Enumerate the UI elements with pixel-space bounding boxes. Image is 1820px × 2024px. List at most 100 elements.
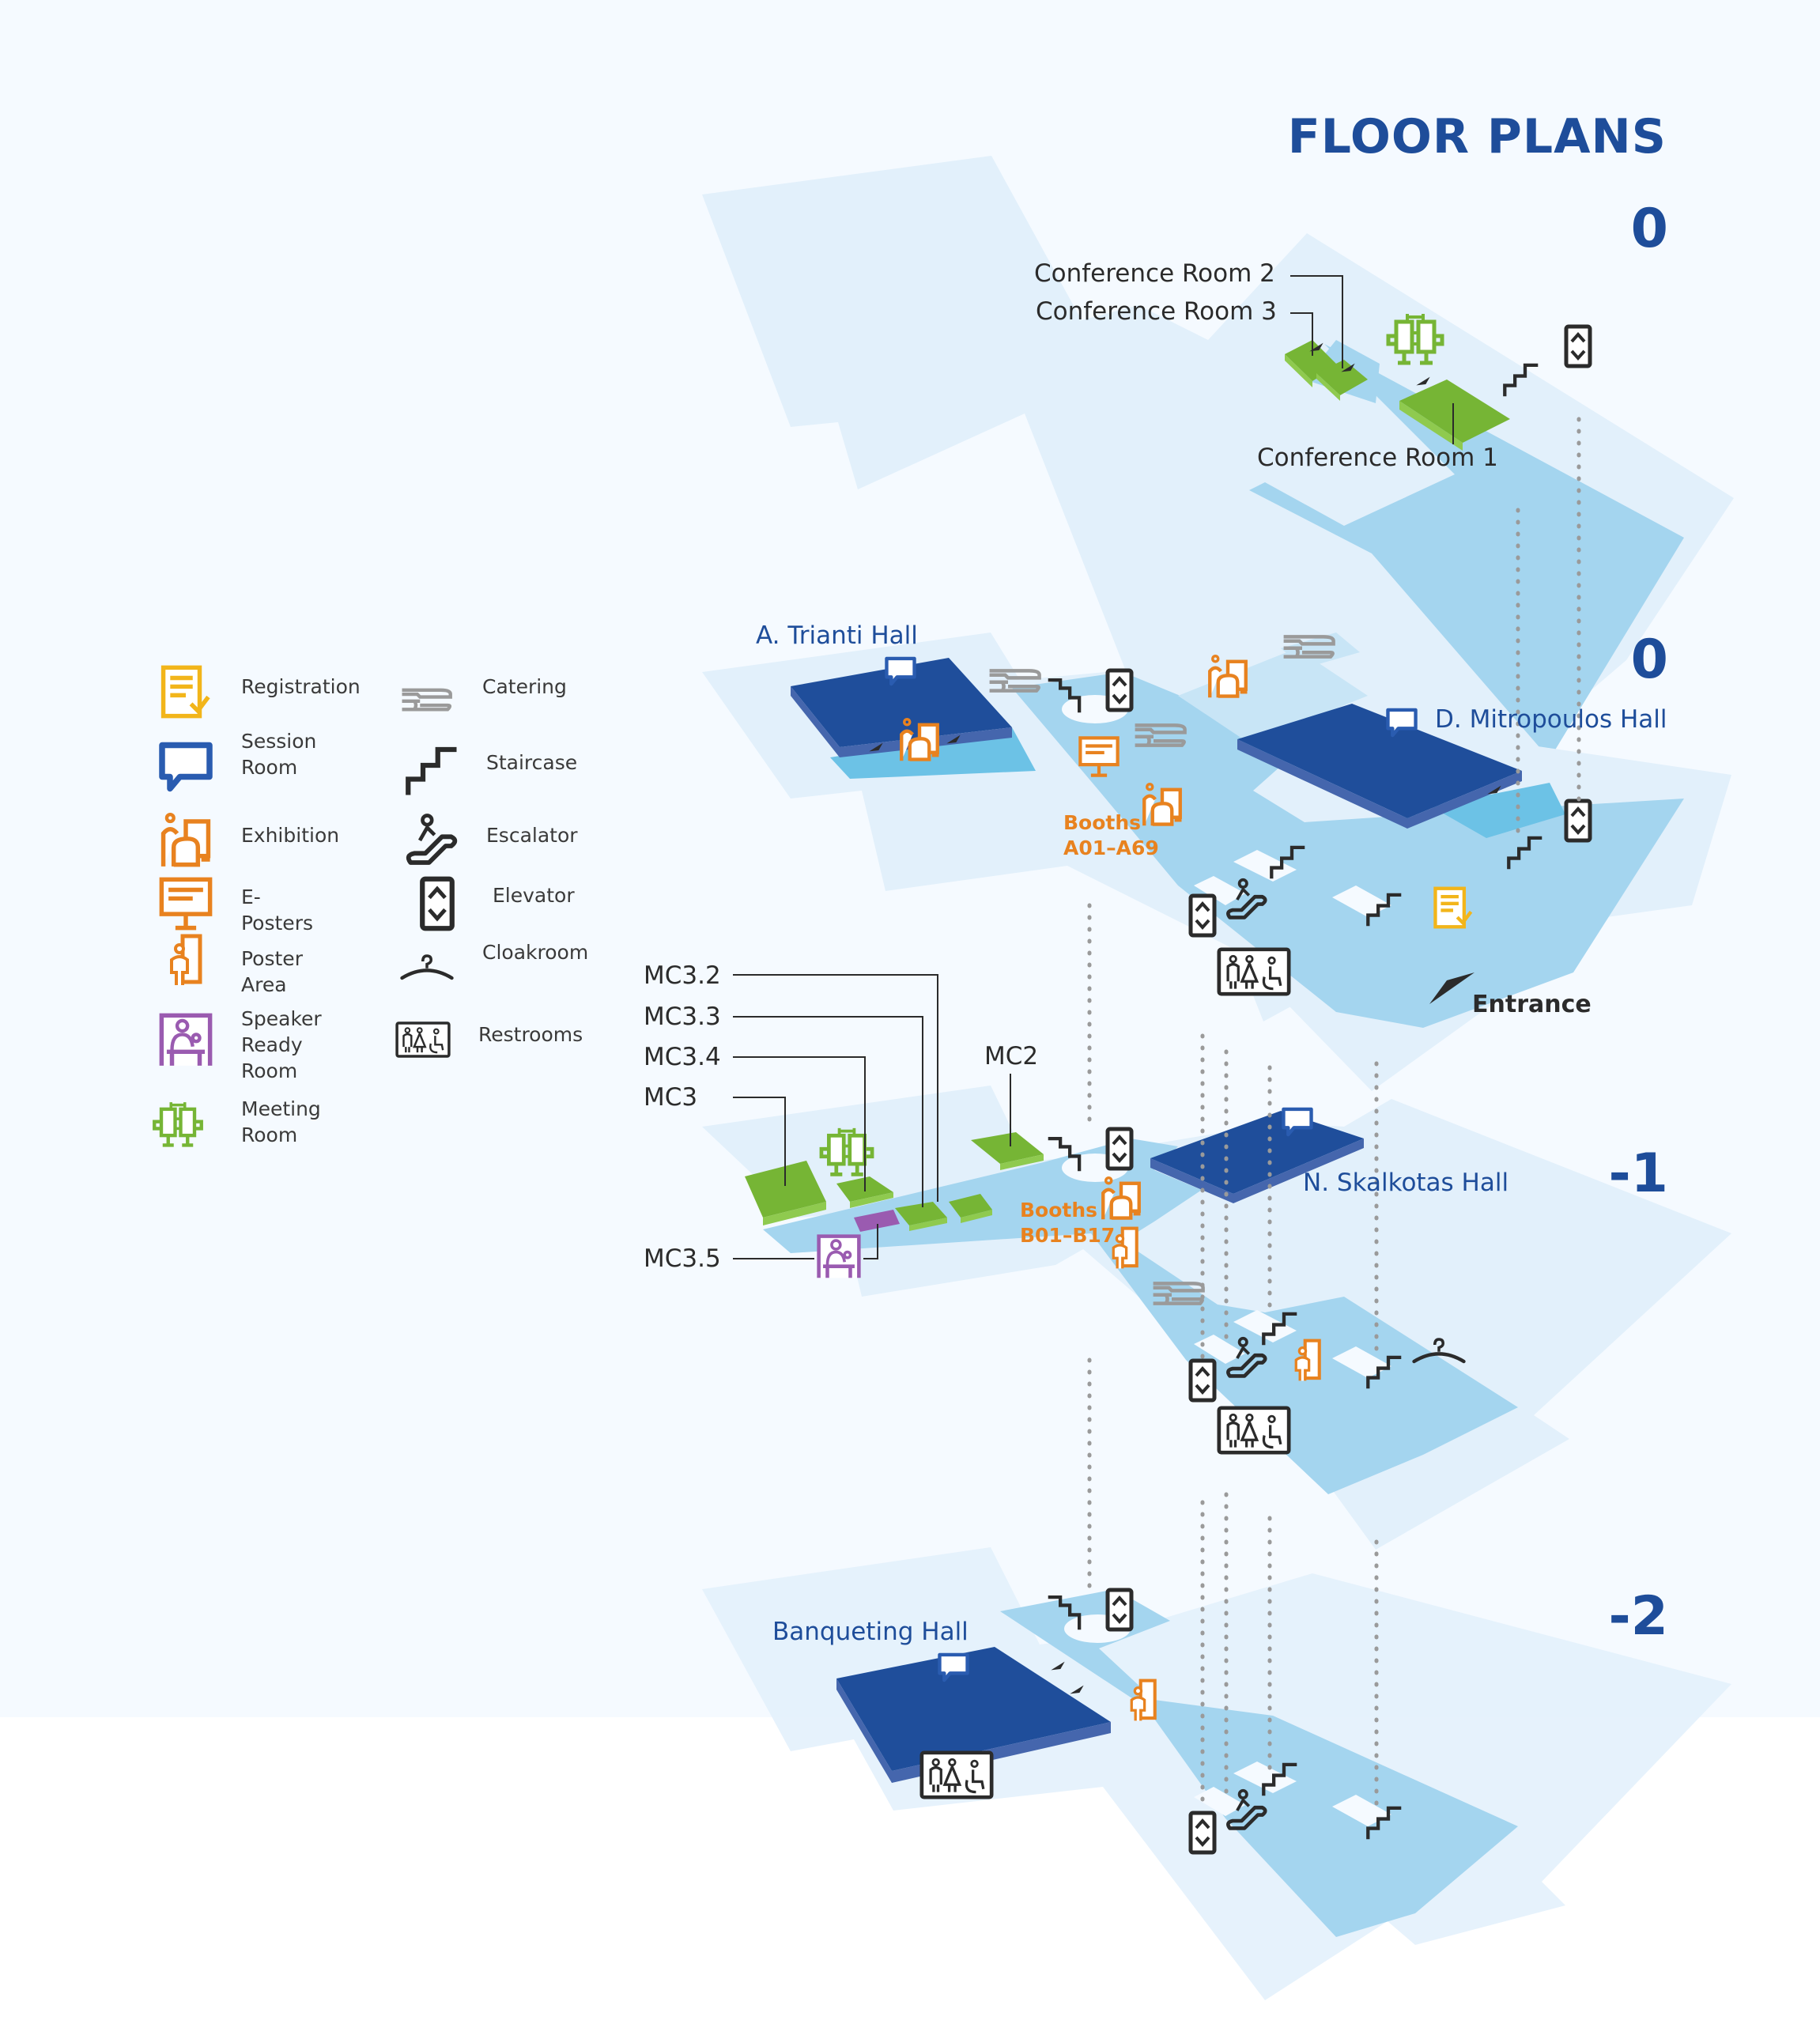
hall-edge (1150, 1158, 1233, 1203)
staircase-icon (403, 742, 459, 797)
conference-room-1-label[interactable]: Conference Room 1 (1257, 444, 1498, 472)
legend-item-poster-area: Poster Area (158, 933, 303, 996)
legend-item-elevator: Elevator (410, 876, 575, 931)
room-mc2-label[interactable]: MC2 (984, 1042, 1039, 1071)
booths-range: B01–B17 (1020, 1224, 1116, 1247)
legend-label: Cloakroom (482, 941, 589, 964)
registration-icon (158, 664, 213, 719)
session-room-icon (158, 739, 213, 795)
floor-minus-1-corridor (763, 1138, 1518, 1494)
room-mc3-2-label[interactable]: MC3.2 (644, 961, 721, 990)
conference-room-1[interactable] (1399, 380, 1510, 443)
floor-level-label: -1 (1608, 1142, 1668, 1205)
legend-label: Meeting Room (241, 1097, 321, 1146)
room-mc3-3[interactable] (895, 1202, 947, 1225)
stair-pad (1233, 1310, 1297, 1342)
entrance-label[interactable]: Entrance (1472, 991, 1592, 1018)
legend-label: Poster Area (241, 947, 303, 996)
floor-minus-1 (702, 974, 1731, 1550)
elevator-icon (410, 876, 465, 931)
hall-edge (1407, 771, 1522, 829)
room-edge (1316, 373, 1340, 401)
elevator-icon (1108, 1129, 1131, 1169)
a-trianti-hall[interactable] (791, 658, 1012, 747)
exhibition-area-upper (1178, 648, 1368, 743)
room-edge (909, 1218, 947, 1231)
legend-label: Exhibition (241, 824, 340, 847)
room-mc3-2[interactable] (949, 1194, 992, 1218)
page-title: FLOOR PLANS (1287, 109, 1667, 164)
stair-pad (1194, 1335, 1245, 1364)
legend-item-meeting-room: Meeting Room (150, 1097, 321, 1153)
room-edge (763, 1202, 826, 1225)
elevator-icon (1108, 1590, 1131, 1629)
exhibition-icon (158, 813, 213, 868)
legend-label: Restrooms (478, 1023, 583, 1046)
legend-item-staircase: Staircase (403, 742, 577, 797)
registration-icon (1435, 889, 1471, 927)
legend-item-registration: Registration (158, 664, 361, 719)
booths-b-label: Booths B01–B17 (1020, 1198, 1115, 1248)
n-skalkotas-hall[interactable] (1150, 1111, 1364, 1194)
hall-edge (836, 1678, 892, 1783)
elevator-icon (1566, 327, 1590, 366)
catering-area-upper (1281, 632, 1360, 668)
elevator-icon (1566, 801, 1590, 840)
conference-room-3-label[interactable]: Conference Room 3 (1036, 297, 1277, 326)
speaker-ready-room-icon (158, 1012, 213, 1067)
legend-item-catering: Catering (399, 672, 567, 727)
room-mc3-label[interactable]: MC3 (644, 1083, 698, 1112)
legend-label: Session Room (241, 730, 317, 779)
poster-area-icon (158, 933, 213, 988)
conference-room-2[interactable] (1316, 360, 1368, 395)
floor-level-label: 0 (1630, 629, 1668, 691)
entrance-arrow-icon (1429, 972, 1475, 1004)
booths-label: Booths (1020, 1199, 1098, 1222)
legend-item-e-posters: E-Posters (158, 876, 313, 935)
leader-line (733, 974, 938, 1202)
room-mc3-3-label[interactable]: MC3.3 (644, 1003, 721, 1031)
legend-item-restrooms: Restrooms (395, 1012, 583, 1067)
elevator-icon (1191, 1813, 1214, 1852)
stair-pad (1194, 876, 1245, 905)
hall-edge (1233, 1138, 1364, 1203)
room-mc2[interactable] (971, 1132, 1044, 1164)
leader-line (1290, 312, 1313, 356)
meeting-room-icon (150, 1097, 206, 1153)
room-mc3-5[interactable] (854, 1210, 900, 1232)
e-posters-icon (158, 876, 213, 931)
room-edge (1000, 1154, 1044, 1170)
banqueting-hall[interactable] (836, 1647, 1111, 1771)
d-mitropoulos-hall[interactable] (1237, 704, 1522, 818)
room-mc3-5-label[interactable]: MC3.5 (644, 1244, 721, 1273)
room-mc3[interactable] (745, 1161, 826, 1218)
legend-item-escalator: Escalator (403, 813, 578, 868)
elevator-icon (1191, 896, 1214, 935)
legend-label: Speaker Ready Room (241, 1007, 322, 1082)
legend-label: Staircase (486, 751, 578, 774)
leader-line (733, 1097, 786, 1186)
booths-a-label: Booths A01–A69 (1063, 810, 1159, 861)
banqueting-hall-label[interactable]: Banqueting Hall (772, 1618, 969, 1646)
restrooms-icon (922, 1753, 991, 1797)
a-trianti-hall-label[interactable]: A. Trianti Hall (756, 621, 918, 650)
vertical-connectors (1087, 417, 1581, 1817)
floor-0-main-corridor (1012, 672, 1684, 1028)
room-mc3-4-label[interactable]: MC3.4 (644, 1043, 721, 1071)
speaker-ready-room-icon (819, 1237, 859, 1278)
d-mitropoulos-hall-label[interactable]: D. Mitropoulos Hall (1435, 705, 1667, 734)
legend-label: E-Posters (241, 886, 313, 935)
room-edge (1285, 354, 1312, 387)
n-skalkotas-hall-label[interactable]: N. Skalkotas Hall (1303, 1169, 1509, 1197)
leader-line (863, 1224, 878, 1259)
catering-icon (399, 672, 455, 727)
hall-edge (791, 686, 840, 757)
stair-pad (1233, 850, 1297, 882)
conference-room-2-label[interactable]: Conference Room 2 (1034, 259, 1275, 288)
legend-label: Catering (482, 675, 567, 698)
legend-label: Elevator (493, 884, 575, 907)
restrooms-icon (1219, 950, 1289, 994)
elevator-icon (1108, 670, 1131, 710)
escalator-icon (403, 813, 459, 868)
